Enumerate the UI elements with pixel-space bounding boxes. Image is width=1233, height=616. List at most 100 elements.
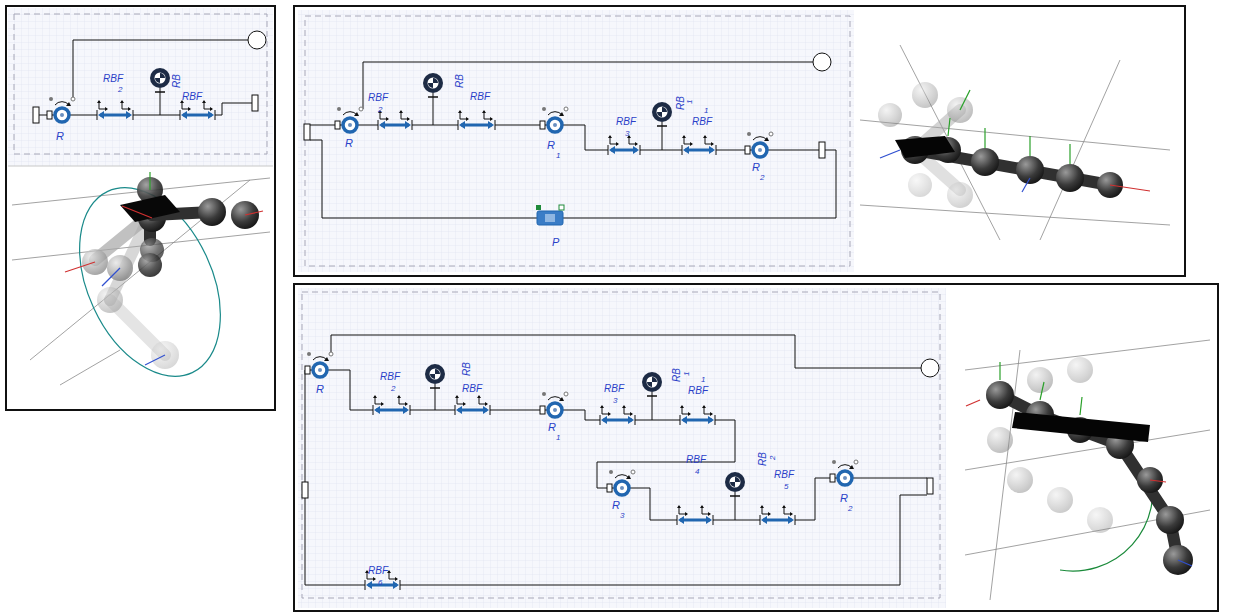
fixed-translation-head	[678, 516, 712, 524]
wire	[133, 115, 180, 116]
fixed-translation-bar	[458, 409, 487, 412]
body-symbol	[725, 472, 745, 492]
wire	[495, 125, 540, 126]
component-name: RBF	[470, 92, 490, 102]
fixed-translation-bar	[368, 584, 397, 587]
body-symbol-inner	[730, 477, 741, 488]
link-sphere	[912, 82, 938, 108]
frame-tick	[677, 515, 713, 525]
frame-connector	[819, 142, 825, 158]
axis-arrow	[1178, 560, 1192, 566]
wire	[562, 125, 608, 150]
component-name: RBF	[182, 92, 202, 102]
axis-arrow	[1150, 480, 1166, 482]
body-symbol-inner	[647, 377, 658, 388]
dashed-boundary	[302, 292, 940, 598]
frame-connector	[304, 124, 310, 140]
wire	[400, 495, 927, 585]
axis-arrow	[102, 268, 120, 286]
wire	[363, 62, 813, 109]
frame-tick	[600, 415, 635, 425]
joint-flange	[47, 111, 52, 119]
body-bar	[657, 125, 667, 127]
fixed-translation-head	[366, 581, 399, 589]
revolute-axis	[758, 148, 762, 152]
axis-arrow	[145, 355, 165, 365]
schematic-ground	[298, 288, 946, 608]
frame-axes-head	[455, 395, 466, 406]
wire	[852, 478, 927, 479]
axis-arrow	[984, 128, 985, 148]
frame-axes-head	[399, 110, 410, 121]
support-dot	[832, 460, 836, 464]
frame-axes-head	[703, 135, 714, 146]
body-symbol-inner	[428, 78, 439, 89]
revolute-joint	[615, 481, 629, 495]
link-sphere	[1047, 487, 1073, 513]
frame-axes-head	[120, 100, 131, 111]
support-dot	[359, 107, 363, 111]
component-name: R	[56, 131, 64, 142]
link-sphere	[1163, 545, 1193, 575]
link-sphere	[1156, 506, 1184, 534]
revolute-joint	[313, 363, 327, 377]
rotation-arrow	[55, 102, 69, 105]
revolute-joint	[548, 403, 562, 417]
wire	[795, 478, 830, 520]
frame-tick	[680, 415, 715, 425]
subscript-index: 5	[784, 483, 788, 491]
rotation-arrow	[615, 475, 629, 478]
support-dot	[337, 107, 341, 111]
fixed-translation-bar	[603, 419, 632, 422]
fixed-translation-head	[761, 516, 794, 524]
fixed-translation-head	[683, 146, 715, 154]
component-name: RB	[455, 74, 465, 88]
axis-arrow	[948, 118, 950, 136]
axis-arrow	[1069, 144, 1070, 164]
component-name: RB	[758, 452, 768, 466]
panel-frame	[294, 6, 1185, 276]
subscript-index: 2	[378, 106, 382, 114]
revolute-axis	[553, 123, 557, 127]
joint-flange	[607, 484, 612, 492]
fixed-translation-head	[379, 121, 411, 129]
fixed-translation-head	[456, 406, 489, 414]
body-bar	[730, 495, 740, 497]
rotation-arrow-head	[559, 112, 564, 116]
rotation-arrow	[313, 357, 327, 360]
component-name: RB	[672, 368, 682, 382]
world-frame	[921, 359, 939, 377]
wire	[635, 420, 680, 421]
frame-tick	[682, 145, 716, 155]
prismatic-port	[559, 205, 564, 210]
frame-tick	[760, 515, 795, 525]
body-symbol-inner	[657, 107, 668, 118]
link-sphere	[908, 173, 932, 197]
rotation-arrow-head	[626, 475, 631, 479]
frame-connector	[302, 482, 308, 498]
fixed-translation-head	[609, 146, 639, 154]
wire	[357, 125, 378, 126]
wire	[713, 520, 760, 521]
support-dot	[329, 352, 333, 356]
fixed-translation-head	[181, 111, 214, 119]
revolute-joint	[753, 143, 767, 157]
joint-flange	[305, 366, 310, 374]
support-dot	[854, 460, 858, 464]
fixed-translation-head	[601, 416, 634, 424]
subscript-index: 1	[704, 107, 708, 115]
subscript-index: 3	[613, 397, 617, 405]
subscript-index: 2	[760, 174, 764, 182]
wire	[562, 410, 600, 420]
axis-arrow	[122, 206, 152, 218]
fixed-translation-bar	[183, 114, 212, 117]
fixed-translation-bar	[683, 419, 712, 422]
axis-arrow	[1022, 178, 1030, 192]
wire	[327, 370, 373, 410]
link-sphere	[1027, 367, 1053, 393]
joint-flange	[830, 474, 835, 482]
axis-arrow	[65, 262, 95, 272]
fixed-translation-bar	[376, 409, 407, 412]
component-name: RBF	[103, 74, 123, 84]
component-name: RBF	[368, 93, 388, 103]
